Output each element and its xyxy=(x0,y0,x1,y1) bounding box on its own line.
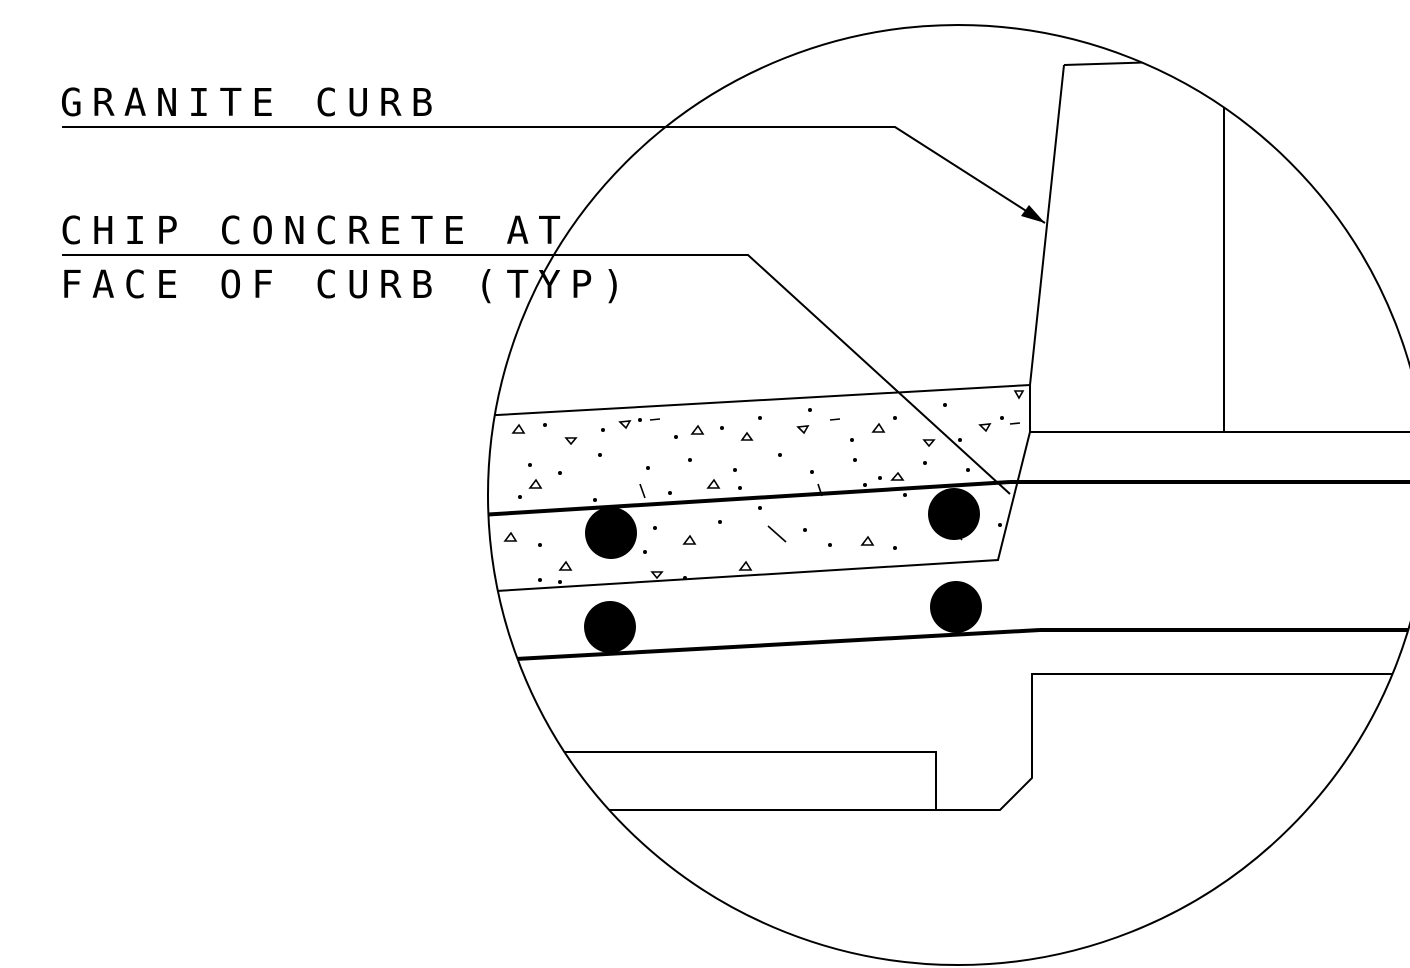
aggregate-triangles xyxy=(503,390,1025,580)
aggregate-stipple xyxy=(518,403,1004,584)
rebar-lower-right xyxy=(930,581,982,633)
rebar-upper-right xyxy=(928,488,980,540)
granite-curb-leader xyxy=(62,126,1046,224)
upper-bed-line xyxy=(488,480,1011,517)
granite-curb xyxy=(1029,61,1410,433)
rebar-group xyxy=(584,488,982,653)
granite-curb-arrowhead xyxy=(1021,205,1045,223)
chip-concrete-label-line1: CHIP CONCRETE AT xyxy=(60,209,571,253)
chip-concrete-label-line2: FACE OF CURB (TYP) xyxy=(60,263,634,307)
detail-circle xyxy=(487,24,1410,966)
lower-bed-line xyxy=(488,628,1041,663)
chip-concrete-layer xyxy=(488,383,1031,593)
granite-curb-label: GRANITE CURB xyxy=(60,81,443,125)
rebar-lower-left xyxy=(584,601,636,653)
rebar-upper-left xyxy=(585,507,637,559)
footing-step xyxy=(560,751,937,810)
chip-concrete-leader xyxy=(62,254,1011,495)
footing-outline xyxy=(600,673,1410,811)
